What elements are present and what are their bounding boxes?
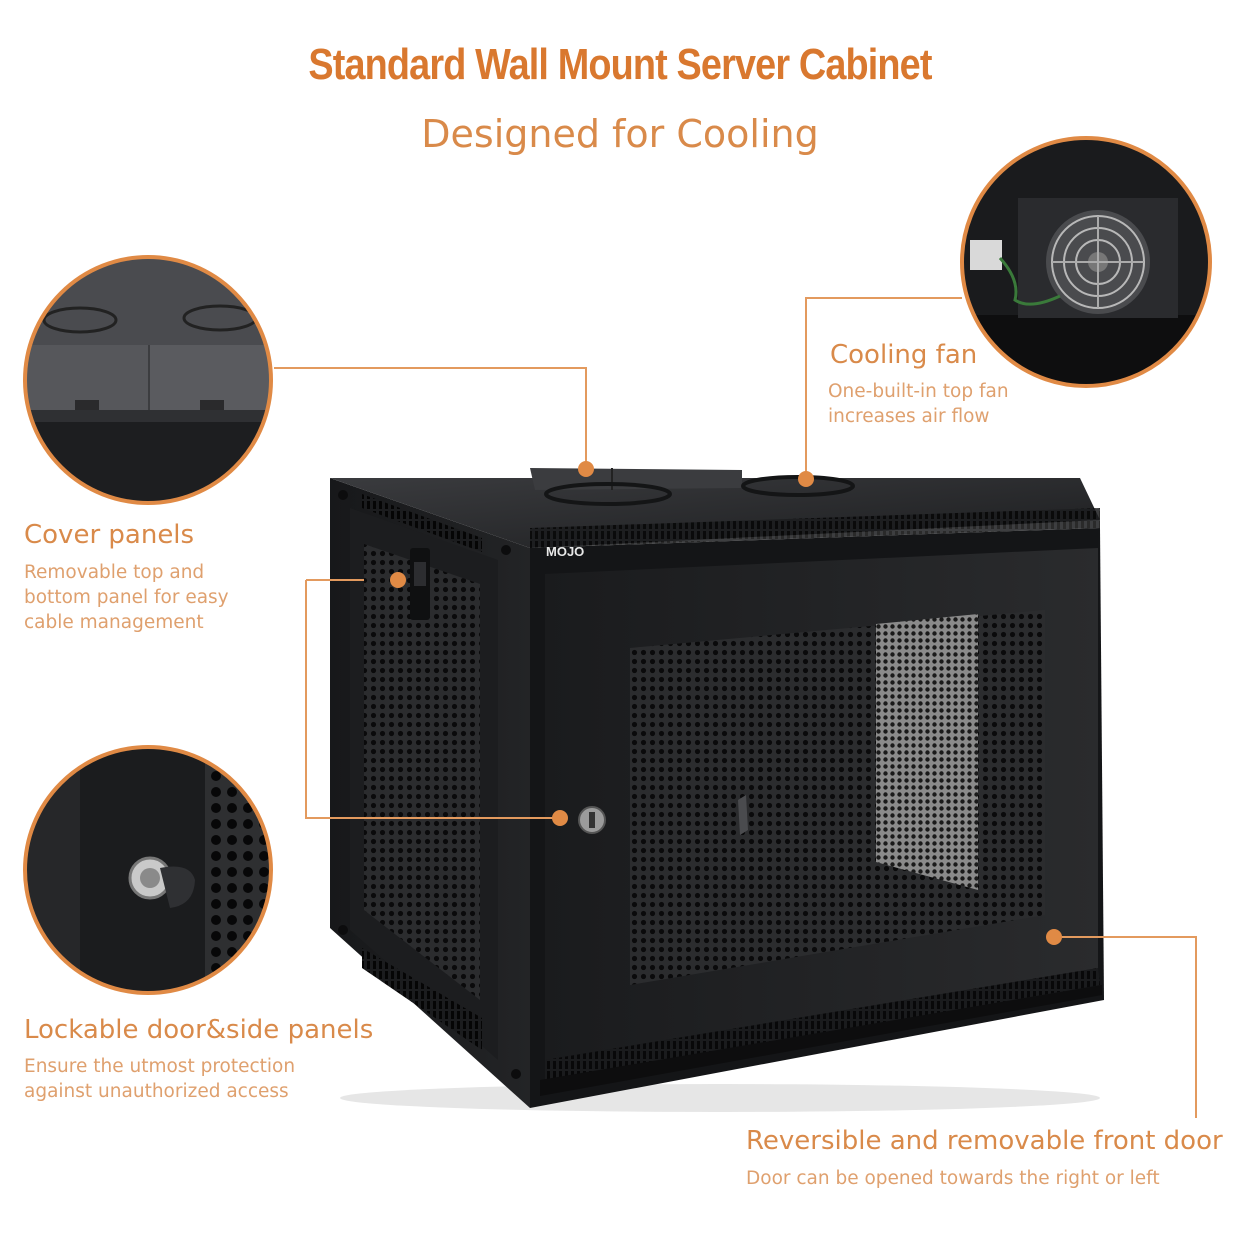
cover-panels-line-3: cable management xyxy=(24,612,204,633)
door-lock-dot xyxy=(552,810,568,826)
front-door-line-1: Door can be opened towards the right or … xyxy=(746,1168,1160,1189)
brand-logo: MOJO xyxy=(546,544,584,559)
lockable-door-line-1: Ensure the utmost protection xyxy=(24,1056,296,1077)
leader-dots xyxy=(390,461,1062,945)
cooling-fan-leader xyxy=(805,297,962,478)
cover-panels-detail-circle xyxy=(23,255,273,505)
lockable-door-description: Ensure the utmost protection against una… xyxy=(24,1054,295,1104)
lockable-door-leader xyxy=(305,580,560,819)
lockable-door-title: Lockable door&side panels xyxy=(24,1015,374,1045)
side-lock-dot xyxy=(390,572,406,588)
page-subtitle: Designed for Cooling xyxy=(421,112,819,156)
lock-detail-circle xyxy=(23,745,273,995)
server-cabinet xyxy=(330,468,1104,1112)
cover-panels-leader xyxy=(274,367,587,468)
cover-panels-line-2: bottom panel for easy xyxy=(24,587,229,608)
lockable-door-line-2: against unauthorized access xyxy=(24,1081,289,1102)
cooling-fan-detail-circle xyxy=(960,136,1212,388)
front-door-title: Reversible and removable front door xyxy=(746,1126,1223,1156)
cover-panels-line-1: Removable top and xyxy=(24,562,205,583)
cooling-fan-title: Cooling fan xyxy=(830,340,978,370)
front-door-dot xyxy=(1046,929,1062,945)
front-door-leader xyxy=(1054,936,1197,1118)
cooling-fan-line-2: increases air flow xyxy=(828,406,990,427)
cooling-fan-description: One-built-in top fan increases air flow xyxy=(828,379,1009,429)
front-door-description: Door can be opened towards the right or … xyxy=(746,1166,1160,1191)
cover-panels-description: Removable top and bottom panel for easy … xyxy=(24,560,229,635)
cover-panels-title: Cover panels xyxy=(24,520,195,550)
cooling-fan-dot xyxy=(798,471,814,487)
leader-lines xyxy=(274,297,1197,1118)
cooling-fan-line-1: One-built-in top fan xyxy=(828,381,1009,402)
page-title: Standard Wall Mount Server Cabinet xyxy=(308,40,932,89)
cover-panels-dot xyxy=(578,461,594,477)
